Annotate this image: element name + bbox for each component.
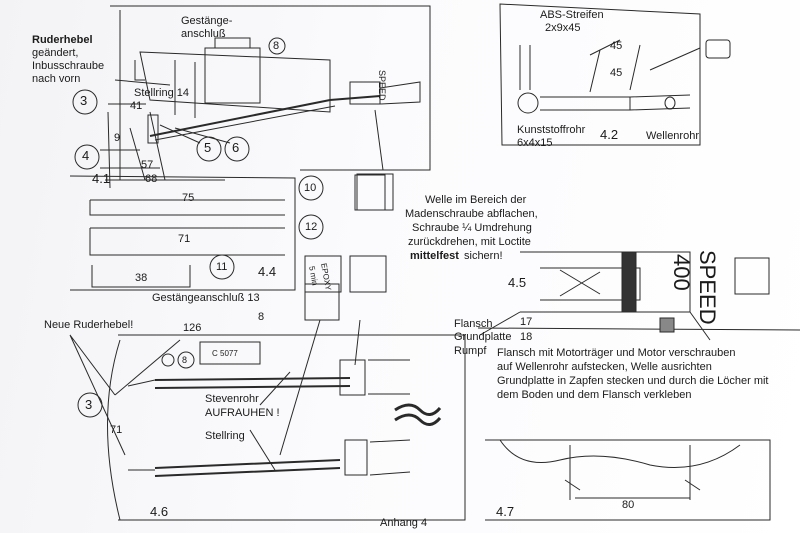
section-4-6-drawing <box>69 283 466 521</box>
note-welle-line-2: Madenschraube abflachen, <box>405 208 538 220</box>
flansch-number: 17 <box>520 316 533 328</box>
circle-3b-number: 3 <box>85 397 93 412</box>
section-4-4-drawing <box>69 173 394 293</box>
gestaenge-line-1: Gestänge- <box>181 15 233 27</box>
dim-71: 71 <box>178 233 191 245</box>
dim-57: 57 <box>141 159 154 171</box>
grundplatte-number: 18 <box>520 331 533 343</box>
wellenrohr-label: Wellenrohr <box>646 130 699 142</box>
aufrauhen-label: AUFRAUHEN ! <box>205 407 280 419</box>
flansch-label: Flansch <box>454 318 493 330</box>
stevenrohr-label: Stevenrohr <box>205 393 259 405</box>
abs-line-1: ABS-Streifen <box>540 9 604 21</box>
section-4-2-drawing <box>499 3 731 146</box>
dim-45-b: 45 <box>610 67 623 79</box>
ruderhebel-line-2: geändert, <box>32 47 79 59</box>
dim-71b: 71 <box>110 424 123 436</box>
speed-big-label: SPEED <box>695 250 720 325</box>
grundplatte-label: Grundplatte <box>454 331 512 343</box>
rumpf-label: Rumpf <box>454 345 487 357</box>
circle-5-number: 5 <box>204 140 212 155</box>
speed-big-400: 400 <box>669 254 694 291</box>
anhang-label: Anhang 4 <box>380 517 428 529</box>
dim-45-a: 45 <box>610 40 623 52</box>
abs-line-2: 2x9x45 <box>545 22 581 34</box>
circle-11-number: 11 <box>216 261 228 273</box>
note-sichern: sichern! <box>464 250 503 262</box>
section-4-1-label: 4.1 <box>92 171 111 186</box>
dim-9: 9 <box>114 132 121 144</box>
circle-8b-number: 8 <box>182 355 188 365</box>
dim-126: 126 <box>183 322 202 334</box>
section-4-5-label: 4.5 <box>508 275 527 290</box>
section-4-7-drawing <box>485 439 771 521</box>
note-mittelfest: mittelfest <box>410 250 459 262</box>
dim-41: 41 <box>130 100 143 112</box>
stellring-14-label: Stellring 14 <box>134 87 190 99</box>
note-welle-line-4: zurückdrehen, mit Loctite <box>408 236 531 248</box>
kunststoff-line-2: 6x4x15 <box>517 137 553 149</box>
note-welle-line-1: Welle im Bereich der <box>425 194 527 206</box>
ruderhebel-line-4: nach vorn <box>32 73 81 85</box>
dim-8: 8 <box>258 311 265 323</box>
circle-4-number: 4 <box>82 148 90 163</box>
section-4-2-label: 4.2 <box>600 127 619 142</box>
speed-label-top: SPEED <box>377 70 387 101</box>
section-4-4-label: 4.4 <box>258 264 277 279</box>
circle-8-number: 8 <box>273 40 280 52</box>
ruderhebel-line-3: Inbusschraube <box>32 60 105 72</box>
section-4-6-label: 4.6 <box>150 504 169 519</box>
kunststoff-line-1: Kunststoffrohr <box>517 124 586 136</box>
circle-6-number: 6 <box>232 140 240 155</box>
circle-12-number: 12 <box>305 221 318 233</box>
section-4-1-drawing <box>72 5 431 211</box>
note-welle-line-3: Schraube ¼ Umdrehung <box>412 222 532 234</box>
dim-38: 38 <box>135 272 148 284</box>
stellring-label: Stellring <box>205 430 245 442</box>
circle-10-number: 10 <box>304 182 317 194</box>
ruderhebel-line-1: Ruderhebel <box>32 34 93 46</box>
note-flansch-line-2: auf Wellenrohr aufstecken, Welle ausrich… <box>497 361 712 373</box>
gestaenge-13-label: Gestängeanschluß 13 <box>152 292 260 304</box>
section-4-5-drawing <box>477 251 800 341</box>
note-flansch-line-3: Grundplatte in Zapfen stecken und durch … <box>497 375 769 387</box>
note-flansch-line-1: Flansch mit Motorträger und Motor versch… <box>497 347 736 359</box>
dim-75: 75 <box>182 192 195 204</box>
section-4-7-label: 4.7 <box>496 504 515 519</box>
c5077-label: C 5077 <box>212 349 238 358</box>
dim-68: 68 <box>145 173 158 185</box>
dim-80: 80 <box>622 499 635 511</box>
neue-ruderhebel-label: Neue Ruderhebel! <box>44 319 134 331</box>
gestaenge-line-2: anschluß <box>181 28 226 40</box>
note-flansch-line-4: dem Boden und dem Flansch verkleben <box>497 389 692 401</box>
circle-3-number: 3 <box>80 93 88 108</box>
